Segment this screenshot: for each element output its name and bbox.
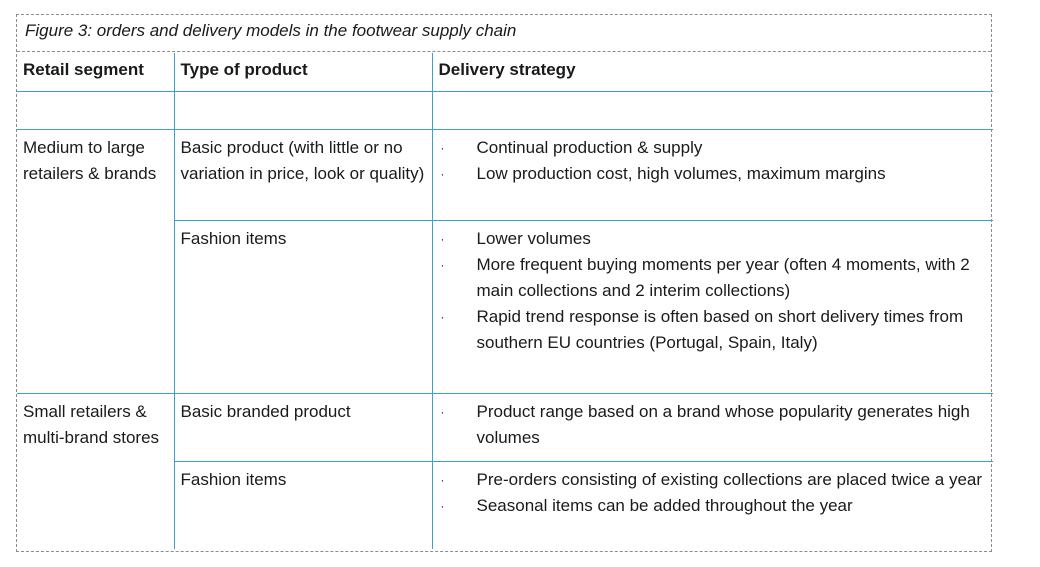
table-row: Small retailers & multi-brand stores Bas…: [17, 392, 993, 462]
strategy-cell: · Pre-orders consisting of existing colle…: [431, 460, 993, 549]
segment-cell-continued: [17, 461, 175, 549]
header-row: Retail segment Type of product Delivery …: [17, 53, 993, 92]
table-row: Fashion items · Lower volumes · More frequ…: [17, 219, 993, 394]
bullet-icon: ·: [440, 166, 445, 181]
figure-frame: Figure 3: orders and delivery models in …: [16, 14, 993, 552]
strategy-text: Pre-orders consisting of existing collec…: [476, 469, 983, 489]
strategy-list: · Continual production & supply · Low prod…: [439, 135, 988, 187]
bullet-icon: ·: [440, 309, 445, 324]
empty-row: [17, 90, 993, 130]
header-delivery-strategy: Delivery strategy: [431, 53, 993, 92]
strategy-list: · Product range based on a brand whose po…: [439, 399, 988, 451]
empty-cell: [173, 90, 433, 130]
strategy-cell: · Continual production & supply · Low prod…: [431, 128, 993, 221]
strategy-item: · Continual production & supply: [439, 135, 988, 161]
empty-cell: [431, 90, 993, 130]
strategy-cell: · Product range based on a brand whose po…: [431, 392, 993, 462]
product-cell: Basic product (with little or no variati…: [173, 128, 433, 221]
strategy-text: Seasonal items can be added throughout t…: [476, 495, 853, 515]
product-cell: Basic branded product: [173, 392, 433, 462]
header-type-of-product: Type of product: [173, 53, 433, 92]
segment-cell: Medium to large retailers & brands: [17, 128, 175, 220]
strategy-list: · Lower volumes · More frequent buying mom…: [439, 226, 988, 356]
strategy-text: Product range based on a brand whose pop…: [476, 401, 970, 447]
strategy-text: More frequent buying moments per year (o…: [476, 254, 970, 300]
bullet-icon: ·: [440, 140, 445, 155]
strategy-text: Continual production & supply: [476, 137, 703, 157]
product-cell: Fashion items: [173, 219, 433, 394]
bullet-icon: ·: [440, 257, 445, 272]
caption-divider: [17, 51, 991, 52]
product-cell: Fashion items: [173, 460, 433, 549]
bullet-icon: ·: [440, 498, 445, 513]
strategy-item: · Product range based on a brand whose po…: [439, 399, 988, 451]
strategy-text: Lower volumes: [476, 228, 591, 248]
strategy-item: · Lower volumes: [439, 226, 988, 252]
strategy-item: · More frequent buying moments per year (…: [439, 252, 988, 304]
delivery-models-table: Retail segment Type of product Delivery …: [17, 53, 993, 549]
bullet-icon: ·: [440, 472, 445, 487]
strategy-item: · Rapid trend response is often based on …: [439, 304, 988, 356]
strategy-text: Low production cost, high volumes, maxim…: [476, 163, 886, 183]
header-retail-segment: Retail segment: [17, 53, 175, 92]
strategy-item: · Seasonal items can be added throughout …: [439, 493, 988, 519]
segment-cell: Small retailers & multi-brand stores: [17, 392, 175, 461]
strategy-list: · Pre-orders consisting of existing colle…: [439, 467, 988, 519]
table-row: Fashion items · Pre-orders consisting of …: [17, 460, 993, 549]
strategy-text: Rapid trend response is often based on s…: [476, 306, 964, 352]
strategy-item: · Low production cost, high volumes, maxi…: [439, 161, 988, 187]
figure-caption: Figure 3: orders and delivery models in …: [25, 21, 517, 40]
bullet-icon: ·: [440, 404, 445, 419]
strategy-cell: · Lower volumes · More frequent buying mom…: [431, 219, 993, 394]
bullet-icon: ·: [440, 231, 445, 246]
table-row: Medium to large retailers & brands Basic…: [17, 128, 993, 221]
segment-cell-continued: [17, 220, 175, 394]
strategy-item: · Pre-orders consisting of existing colle…: [439, 467, 988, 493]
empty-cell: [17, 90, 175, 130]
